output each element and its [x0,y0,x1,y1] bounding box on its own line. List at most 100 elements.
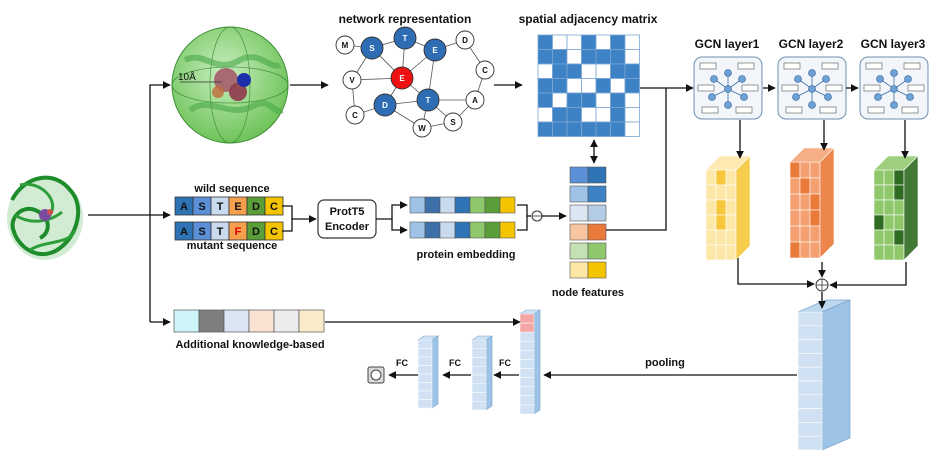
gcn-node [708,93,716,101]
matrix-cell [624,121,640,137]
matrix-cell [566,63,582,79]
cube-cell [705,229,717,246]
cube-cell [715,184,727,201]
node-feature-cell [587,185,607,203]
cube-cell [705,169,717,186]
fc-label-1: FC [396,358,408,368]
embedding-cell [409,221,426,239]
gcn-feature-tag [735,106,753,114]
gcn-feature-tag [781,84,799,92]
matrix-cell [581,49,597,65]
cube-cell [809,161,821,179]
gcn-node [794,75,802,83]
network-node [373,93,397,117]
matrix-cell [552,121,568,137]
network-node-label: W [418,124,426,133]
fc-cell [417,399,433,409]
fc-cell [471,357,487,367]
fc-cell [519,359,535,369]
gcn-feature-tag [785,106,803,114]
gcn-node [710,75,718,83]
gcn-layer1-title: GCN layer1 [695,37,760,51]
matrix-cell [610,49,626,65]
cube-cell [715,169,727,186]
node-feature-cell [569,223,589,241]
fc-side [533,309,541,415]
matrix-cell [581,121,597,137]
cube-cell [799,241,811,259]
embedding-cell [484,221,501,239]
cube-cell [799,177,811,195]
output-node-icon [367,366,385,384]
network-node [475,60,495,80]
pool-cell [797,339,823,354]
cube-side [819,147,835,259]
cube-cell [893,214,905,231]
matrix-cell [552,92,568,108]
cube-cell [893,169,905,186]
pooling-block [797,299,851,451]
matrix-cell [552,34,568,50]
fc-cell [471,383,487,393]
node-features [569,166,607,279]
gcn-node [808,69,816,77]
gcn-node [740,93,748,101]
embedding-cell [454,221,471,239]
fc-cell [471,374,487,384]
cube-cell [873,214,885,231]
network-node-label: S [369,44,375,53]
matrix-cell [581,78,597,94]
gcn-node [724,101,732,109]
cube-cell [809,209,821,227]
cube-cell [883,244,895,261]
gcn-feature-tag [867,106,885,114]
gcn-node [824,93,832,101]
network-node [393,26,417,50]
pool-cell [797,325,823,340]
network-node [416,88,440,112]
cube-cell [799,209,811,227]
gcn-feature-tag [783,62,801,70]
cube-cell [725,214,737,231]
concat-circle-embedding [531,210,543,222]
gcn-feature-cubes [705,147,919,261]
matrix-cell [610,63,626,79]
cube-cell [725,244,737,261]
matrix-cell [581,63,597,79]
fc-cell [471,339,487,349]
additional-knowledge-cell [298,309,325,333]
sequence-letter: T [217,226,224,238]
node-feature-cell [587,261,607,279]
sequence-letter: D [252,226,260,238]
cube-cell [873,229,885,246]
node-feature-cell [569,204,589,222]
connector-lines [88,81,909,379]
matrix-cell [595,107,611,123]
sequence-letter: E [234,201,241,213]
network-node-label: M [342,41,349,50]
cube-cell [883,184,895,201]
cube-cell [789,209,801,227]
network-node [335,35,355,55]
gcn-node [904,75,912,83]
node-feature-cell [569,185,589,203]
gcn-node [876,75,884,83]
fc-label-3: FC [499,358,511,368]
gcn-feature-tag [737,62,755,70]
gcn-feature-tag [697,84,715,92]
sequence-letter: C [270,226,278,238]
gcn-layer-boxes [693,56,929,120]
matrix-cell [610,34,626,50]
pool-cell [797,311,823,327]
fc-cell [519,341,535,351]
fc-cell [519,368,535,378]
fc-cell [417,365,433,375]
fc-cell [519,350,535,360]
cube-side [735,155,751,261]
matrix-cell [537,63,553,79]
network-node-label: S [450,118,456,127]
fc-cell [417,356,433,366]
prott5-label-line1: ProtT5 [330,206,365,218]
wild-sequence-label: wild sequence [193,183,269,195]
fc-cell [417,339,433,349]
